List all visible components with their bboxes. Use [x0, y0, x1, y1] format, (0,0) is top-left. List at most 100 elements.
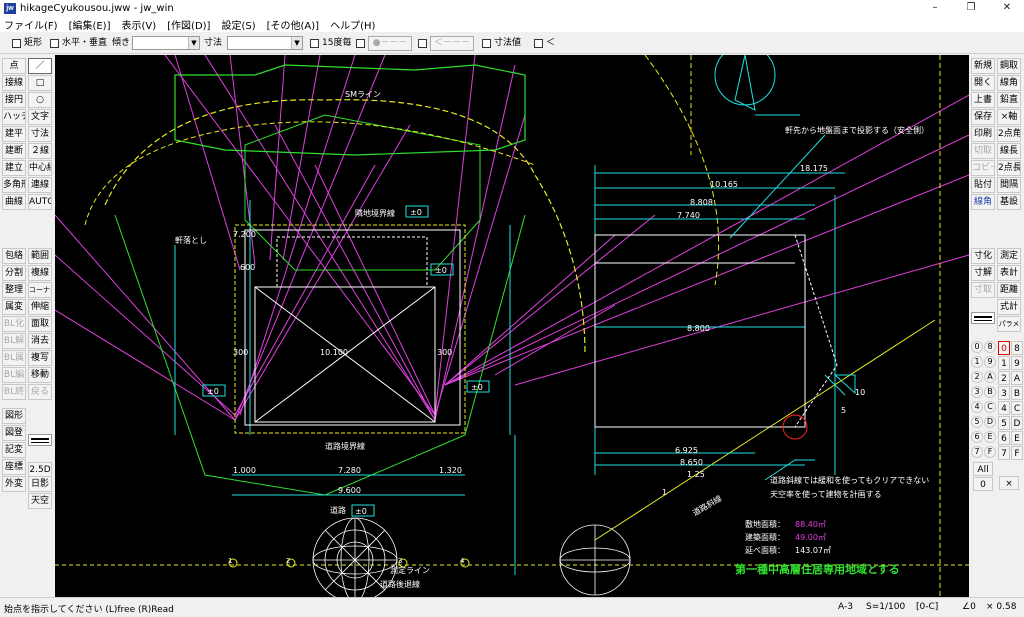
zoom[interactable]: × 0.58 [986, 602, 1017, 612]
group-3[interactable]: 3 [998, 386, 1010, 400]
tool-line[interactable]: ／ [28, 58, 52, 74]
tool-copy[interactable]: 複写 [28, 350, 52, 366]
tool-block-end[interactable]: BL終 [2, 384, 26, 400]
deg15-checkbox[interactable] [310, 39, 319, 48]
tool-attr-change[interactable]: 属変 [2, 299, 26, 315]
tool-range[interactable]: 範囲 [28, 248, 52, 264]
layer-2[interactable]: 2 [971, 371, 983, 383]
right-line-style-indicator[interactable] [971, 312, 995, 324]
layer-b[interactable]: B [984, 386, 996, 398]
tool-open[interactable]: 開く [971, 75, 995, 91]
layer-d[interactable]: D [984, 416, 996, 428]
layer-f[interactable]: F [984, 446, 996, 458]
circle-style-button[interactable]: ●－－－ [368, 36, 412, 51]
tool-sky-factor[interactable]: 天空 [28, 493, 52, 509]
tool-distance[interactable]: 距離 [997, 282, 1021, 298]
tool-erase[interactable]: 消去 [28, 333, 52, 349]
tool-double-line[interactable]: ２線 [28, 143, 52, 159]
layer-all-button[interactable]: All [973, 462, 993, 476]
layer-0[interactable]: 0 [971, 341, 983, 353]
tool-figure-register[interactable]: 図登 [2, 425, 26, 441]
layer-a[interactable]: A [984, 371, 996, 383]
tool-line-angle-2[interactable]: 線角 [997, 75, 1021, 91]
group-e[interactable]: E [1011, 431, 1023, 445]
lt-option[interactable]: ＜ [534, 37, 555, 50]
circle-option[interactable] [356, 37, 368, 50]
hv-option[interactable]: 水平・垂直 [50, 37, 107, 50]
group-9[interactable]: 9 [1011, 356, 1023, 370]
layer-6[interactable]: 6 [971, 431, 983, 443]
dimval-checkbox[interactable] [482, 39, 491, 48]
group-4[interactable]: 4 [998, 401, 1010, 415]
current-layer[interactable]: [0-C] [916, 602, 939, 612]
arrow-option[interactable] [418, 37, 430, 50]
line-style-indicator[interactable] [28, 434, 52, 446]
paper-size[interactable]: A-3 [838, 602, 853, 612]
arrow-style-button[interactable]: ＜－－－ [430, 36, 474, 51]
deg15-option[interactable]: 15度毎 [310, 37, 351, 50]
group-a[interactable]: A [1011, 371, 1023, 385]
menu-draw[interactable]: [作図(D)] [167, 20, 211, 32]
group-close-button[interactable]: × [999, 476, 1019, 490]
rect-option[interactable]: 矩形 [12, 37, 42, 50]
layer-9[interactable]: 9 [984, 356, 996, 368]
tool-plan[interactable]: 建平 [2, 126, 26, 142]
tool-divide[interactable]: 分割 [2, 265, 26, 281]
layer-zero-button[interactable]: 0 [973, 477, 993, 491]
restore-button[interactable]: ❐ [966, 2, 976, 13]
tool-envelope[interactable]: 包絡 [2, 248, 26, 264]
drawing-canvas[interactable]: SMライン 軒先から地盤面まで投影する（安全側） 10.165 18.175 8… [54, 44, 970, 603]
group-2[interactable]: 2 [998, 371, 1010, 385]
tool-centerline[interactable]: 中心線 [28, 160, 52, 176]
group-5[interactable]: 5 [998, 416, 1010, 430]
menu-file[interactable]: ファイル(F) [4, 20, 58, 32]
tool-rectangle[interactable]: □ [28, 75, 52, 91]
layer-5[interactable]: 5 [971, 416, 983, 428]
tool-section[interactable]: 建断 [2, 143, 26, 159]
menu-edit[interactable]: [編集(E)] [68, 20, 111, 32]
group-0[interactable]: 0 [998, 341, 1010, 355]
tool-stretch[interactable]: 伸縮 [28, 299, 52, 315]
angle[interactable]: ∠0 [962, 602, 976, 612]
tool-elevation[interactable]: 建立 [2, 160, 26, 176]
tool-interval[interactable]: 間隔 [997, 177, 1021, 193]
tool-new[interactable]: 新規 [971, 58, 995, 74]
group-8[interactable]: 8 [1011, 341, 1023, 355]
tool-print[interactable]: 印刷 [971, 126, 995, 142]
menu-view[interactable]: 表示(V) [121, 20, 157, 32]
tool-polyline[interactable]: 連線 [28, 177, 52, 193]
tool-auto[interactable]: AUTO [28, 194, 52, 210]
layer-3[interactable]: 3 [971, 386, 983, 398]
tool-base-set[interactable]: 基設 [997, 194, 1021, 210]
tool-shadow[interactable]: 日影 [28, 476, 52, 492]
tool-measure[interactable]: 測定 [997, 248, 1021, 264]
layer-7[interactable]: 7 [971, 446, 983, 458]
tool-steel[interactable]: 鋼取 [997, 58, 1021, 74]
tool-x-axis[interactable]: ×軸 [997, 109, 1021, 125]
tool-tangent[interactable]: 接線 [2, 75, 26, 91]
tool-external-change[interactable]: 外変 [2, 476, 26, 492]
scale[interactable]: S=1/100 [866, 602, 906, 612]
tool-tangent-circle[interactable]: 接円 [2, 92, 26, 108]
tool-param[interactable]: パラメ [997, 316, 1021, 332]
tool-2pt-length[interactable]: 2点長 [997, 160, 1021, 176]
tool-block-make[interactable]: BL化 [2, 316, 26, 332]
tool-formula[interactable]: 式計 [997, 299, 1021, 315]
layer-4[interactable]: 4 [971, 401, 983, 413]
tool-spreadsheet[interactable]: 表計 [997, 265, 1021, 281]
tool-symbol-change[interactable]: 記変 [2, 442, 26, 458]
tool-dim-release[interactable]: 寸解 [971, 265, 995, 281]
tool-text[interactable]: 文字 [28, 109, 52, 125]
tool-figure[interactable]: 図形 [2, 408, 26, 424]
slope-combo[interactable]: ▼ [132, 36, 200, 50]
close-button[interactable]: ✕ [1002, 2, 1012, 13]
tool-save[interactable]: 保存 [971, 109, 995, 125]
menu-other[interactable]: [その他(A)] [266, 20, 320, 32]
tool-block-edit[interactable]: BL編 [2, 367, 26, 383]
tool-block-attr[interactable]: BL属 [2, 350, 26, 366]
tool-polygon[interactable]: 多角形 [2, 177, 26, 193]
chevron-down-icon[interactable]: ▼ [291, 37, 302, 49]
tool-dimension[interactable]: 寸法 [28, 126, 52, 142]
tool-move[interactable]: 移動 [28, 367, 52, 383]
tool-dim-take[interactable]: 寸取 [971, 282, 995, 298]
